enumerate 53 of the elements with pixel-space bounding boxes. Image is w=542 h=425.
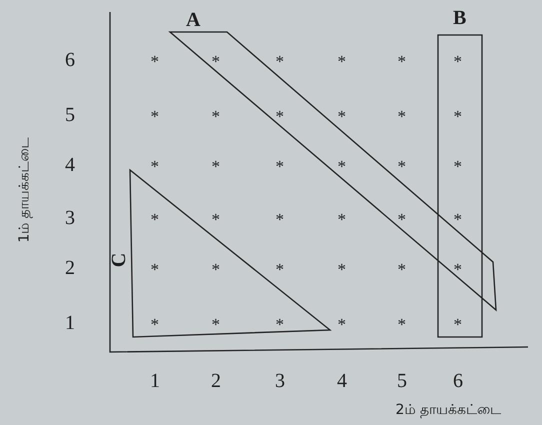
sample-point-asterisk: * [398, 316, 406, 332]
sample-point-asterisk: * [276, 158, 284, 174]
sample-point-asterisk: * [338, 260, 346, 278]
sample-point-asterisk: * [276, 210, 284, 228]
sample-point-asterisk: * [398, 108, 406, 124]
sample-point-asterisk: * [150, 210, 159, 228]
sample-point-asterisk: * [212, 316, 220, 332]
sample-point-asterisk: * [150, 260, 159, 278]
sample-point-asterisk: * [150, 158, 159, 174]
sample-point-asterisk: * [454, 210, 462, 228]
sample-point-asterisk: * [212, 108, 220, 124]
sample-point-asterisk: * [398, 210, 406, 228]
region-letter: C [109, 252, 130, 268]
sample-point-asterisk: * [338, 316, 346, 332]
sample-point-asterisk: * [276, 260, 284, 278]
sample-point-asterisk: * [454, 260, 462, 278]
region-letter: B [453, 8, 466, 28]
sample-point-asterisk: * [212, 260, 220, 278]
sample-point-asterisk: * [150, 108, 159, 124]
tick-label: 5 [65, 105, 75, 125]
sample-point-asterisk: * [398, 158, 406, 174]
tick-label: 3 [65, 208, 75, 228]
sample-point-asterisk: * [454, 158, 462, 174]
sample-point-asterisk: * [338, 158, 346, 174]
sample-point-asterisk: * [150, 52, 159, 70]
tick-label: 6 [453, 371, 463, 391]
tick-label: 6 [65, 50, 75, 70]
tick-label: 1 [150, 371, 160, 391]
tick-label: 3 [275, 371, 285, 391]
sample-point-asterisk: * [276, 316, 284, 332]
region-letter: A [186, 10, 200, 30]
axis-title: 2ம் தாயக்கட்டை [396, 403, 501, 417]
sample-point-asterisk: * [212, 158, 220, 174]
tick-label: 2 [211, 371, 221, 391]
sample-point-asterisk: * [150, 316, 159, 332]
tick-label: 4 [65, 155, 75, 175]
tick-label: 2 [65, 258, 75, 278]
sample-point-asterisk: * [338, 52, 346, 70]
sample-point-asterisk: * [212, 52, 220, 70]
sample-point-asterisk: * [276, 108, 284, 124]
axis-title: 1ம் தாயக்கட்டை [17, 137, 32, 243]
sample-point-asterisk: * [276, 52, 284, 70]
sample-point-asterisk: * [454, 52, 462, 70]
tick-label: 4 [337, 371, 347, 391]
sample-point-asterisk: * [398, 260, 406, 278]
sample-point-asterisk: * [338, 108, 346, 124]
tick-label: 5 [397, 371, 407, 391]
sample-point-asterisk: * [454, 108, 462, 124]
sample-point-asterisk: * [338, 210, 346, 228]
sample-point-asterisk: * [398, 52, 406, 70]
sample-point-asterisk: * [454, 316, 462, 332]
tick-label: 1 [65, 313, 75, 333]
sample-point-asterisk: * [212, 210, 220, 228]
